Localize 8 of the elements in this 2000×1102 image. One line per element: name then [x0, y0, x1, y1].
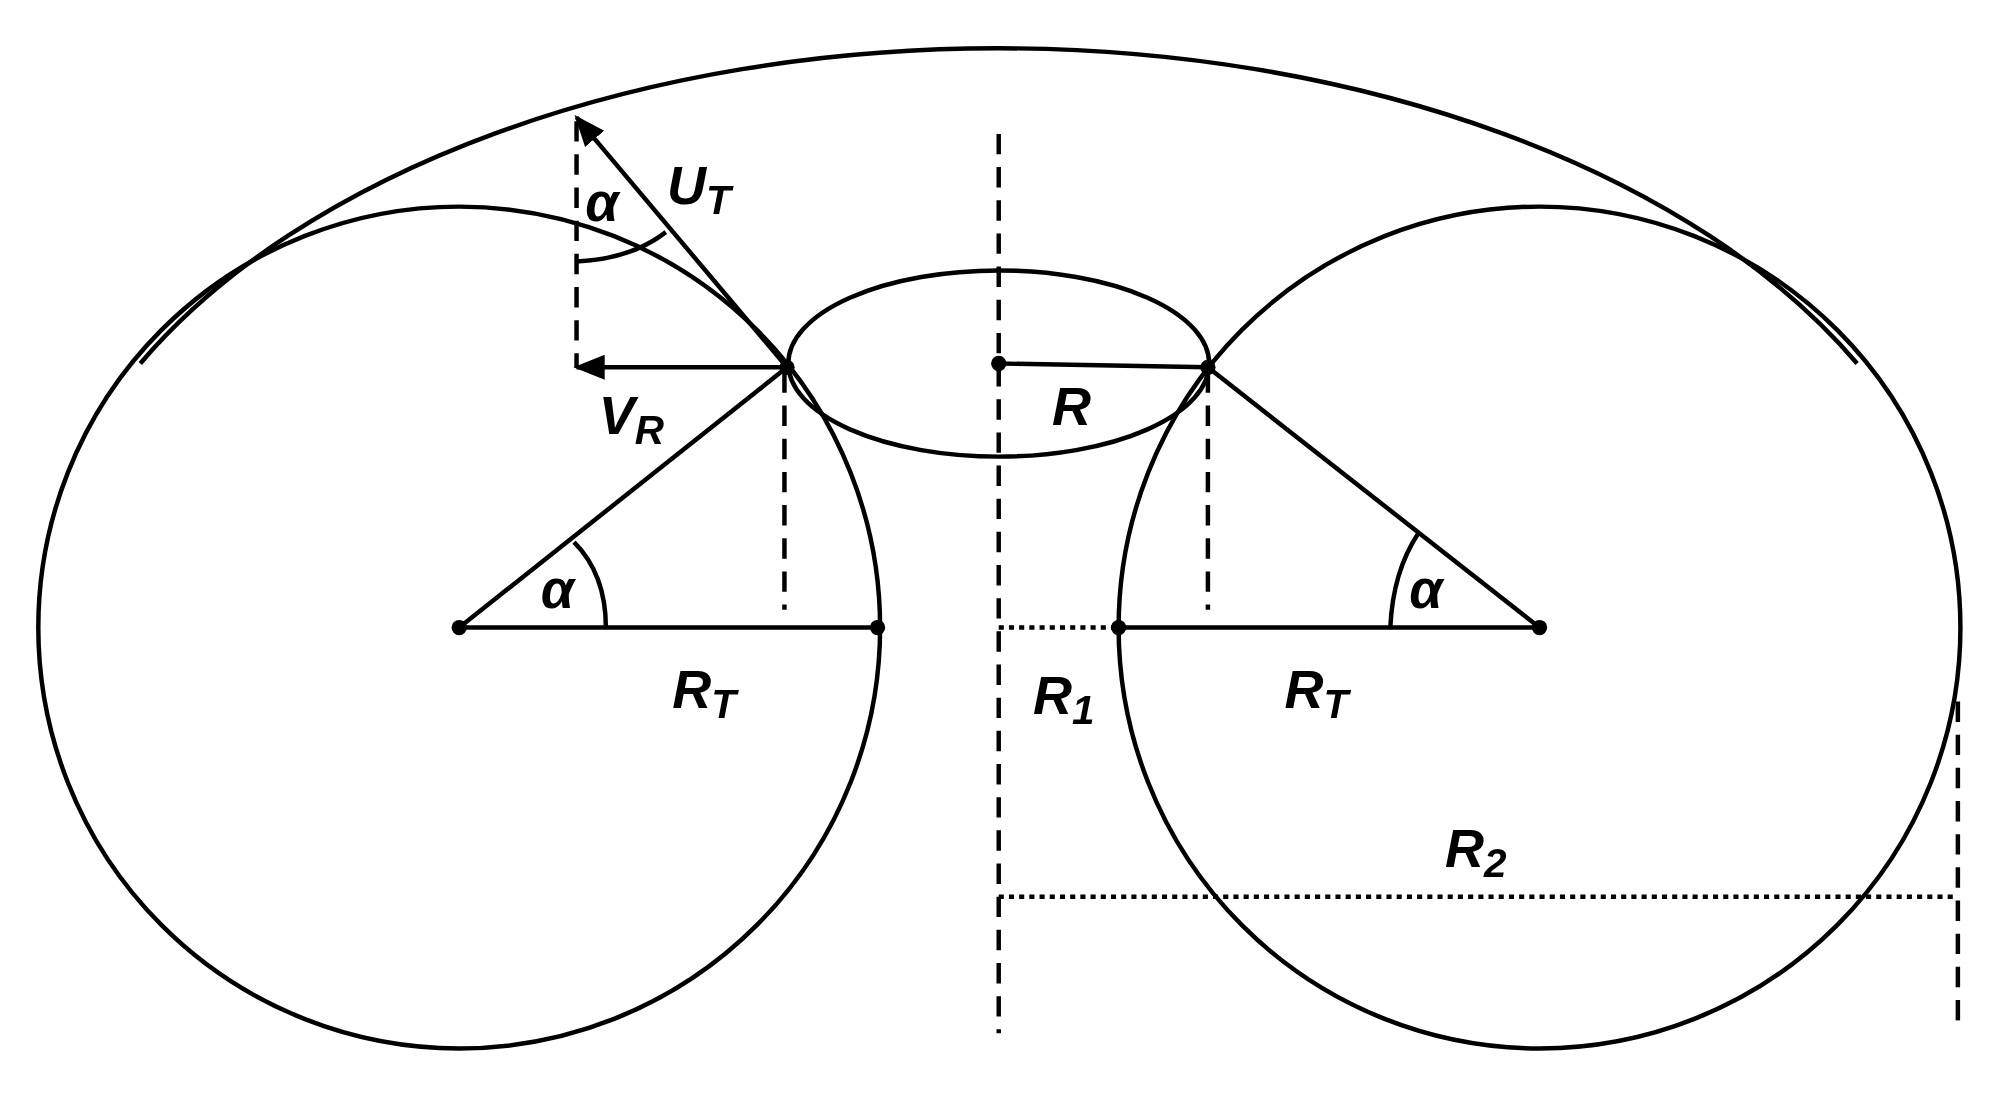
symbol-label: R$_{T}$: [1284, 661, 1349, 716]
symbol-label: α: [1409, 562, 1443, 617]
symbol-label: α: [540, 562, 575, 617]
symbol-label: α: [585, 174, 619, 229]
symbol-label: V$_{R}$: [598, 387, 664, 442]
symbol-label: R$_{1}$: [1033, 668, 1095, 723]
symbol-label: R: [1051, 378, 1091, 433]
symbol-label: R$_{2}$: [1445, 821, 1507, 876]
